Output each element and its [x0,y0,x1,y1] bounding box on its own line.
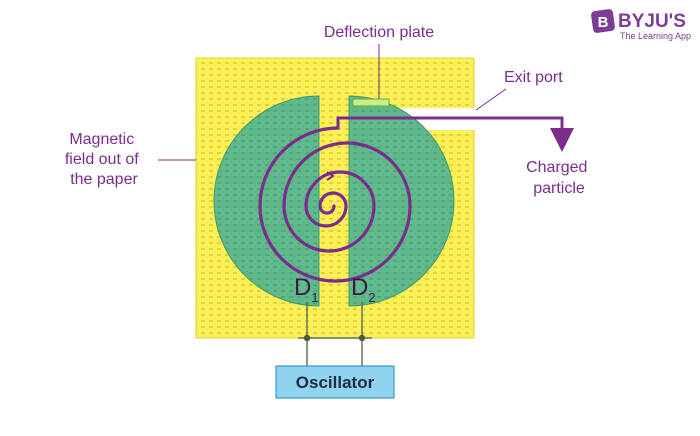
dee-1-label: D1 [294,274,319,305]
particle-exit-path [336,116,574,152]
deflection-plate-label: Deflection plate [324,24,434,41]
exit-port-label: Exit port [504,69,563,86]
brand-badge [591,9,615,33]
brand-tagline: The Learning App [620,31,691,41]
dee-2-label: D2 [351,274,376,305]
oscillator-wires [298,302,372,366]
magnetic-field-label: Magnetic field out of the paper [65,131,143,188]
brand-name: BYJU'S [618,11,686,32]
deflection-plate [352,98,390,107]
oscillator-label: Oscillator [296,373,375,392]
brand-badge-letter: B [598,14,609,31]
direction-chevron-icon [326,171,335,181]
oscillator-box [275,365,395,399]
brand-logo: B BYJU'S The Learning App [591,9,691,41]
charged-particle-label: Charged particle [526,159,592,197]
exit-port-leader [475,88,507,111]
dee-1 [213,95,320,307]
particle-spiral-path [258,126,412,283]
